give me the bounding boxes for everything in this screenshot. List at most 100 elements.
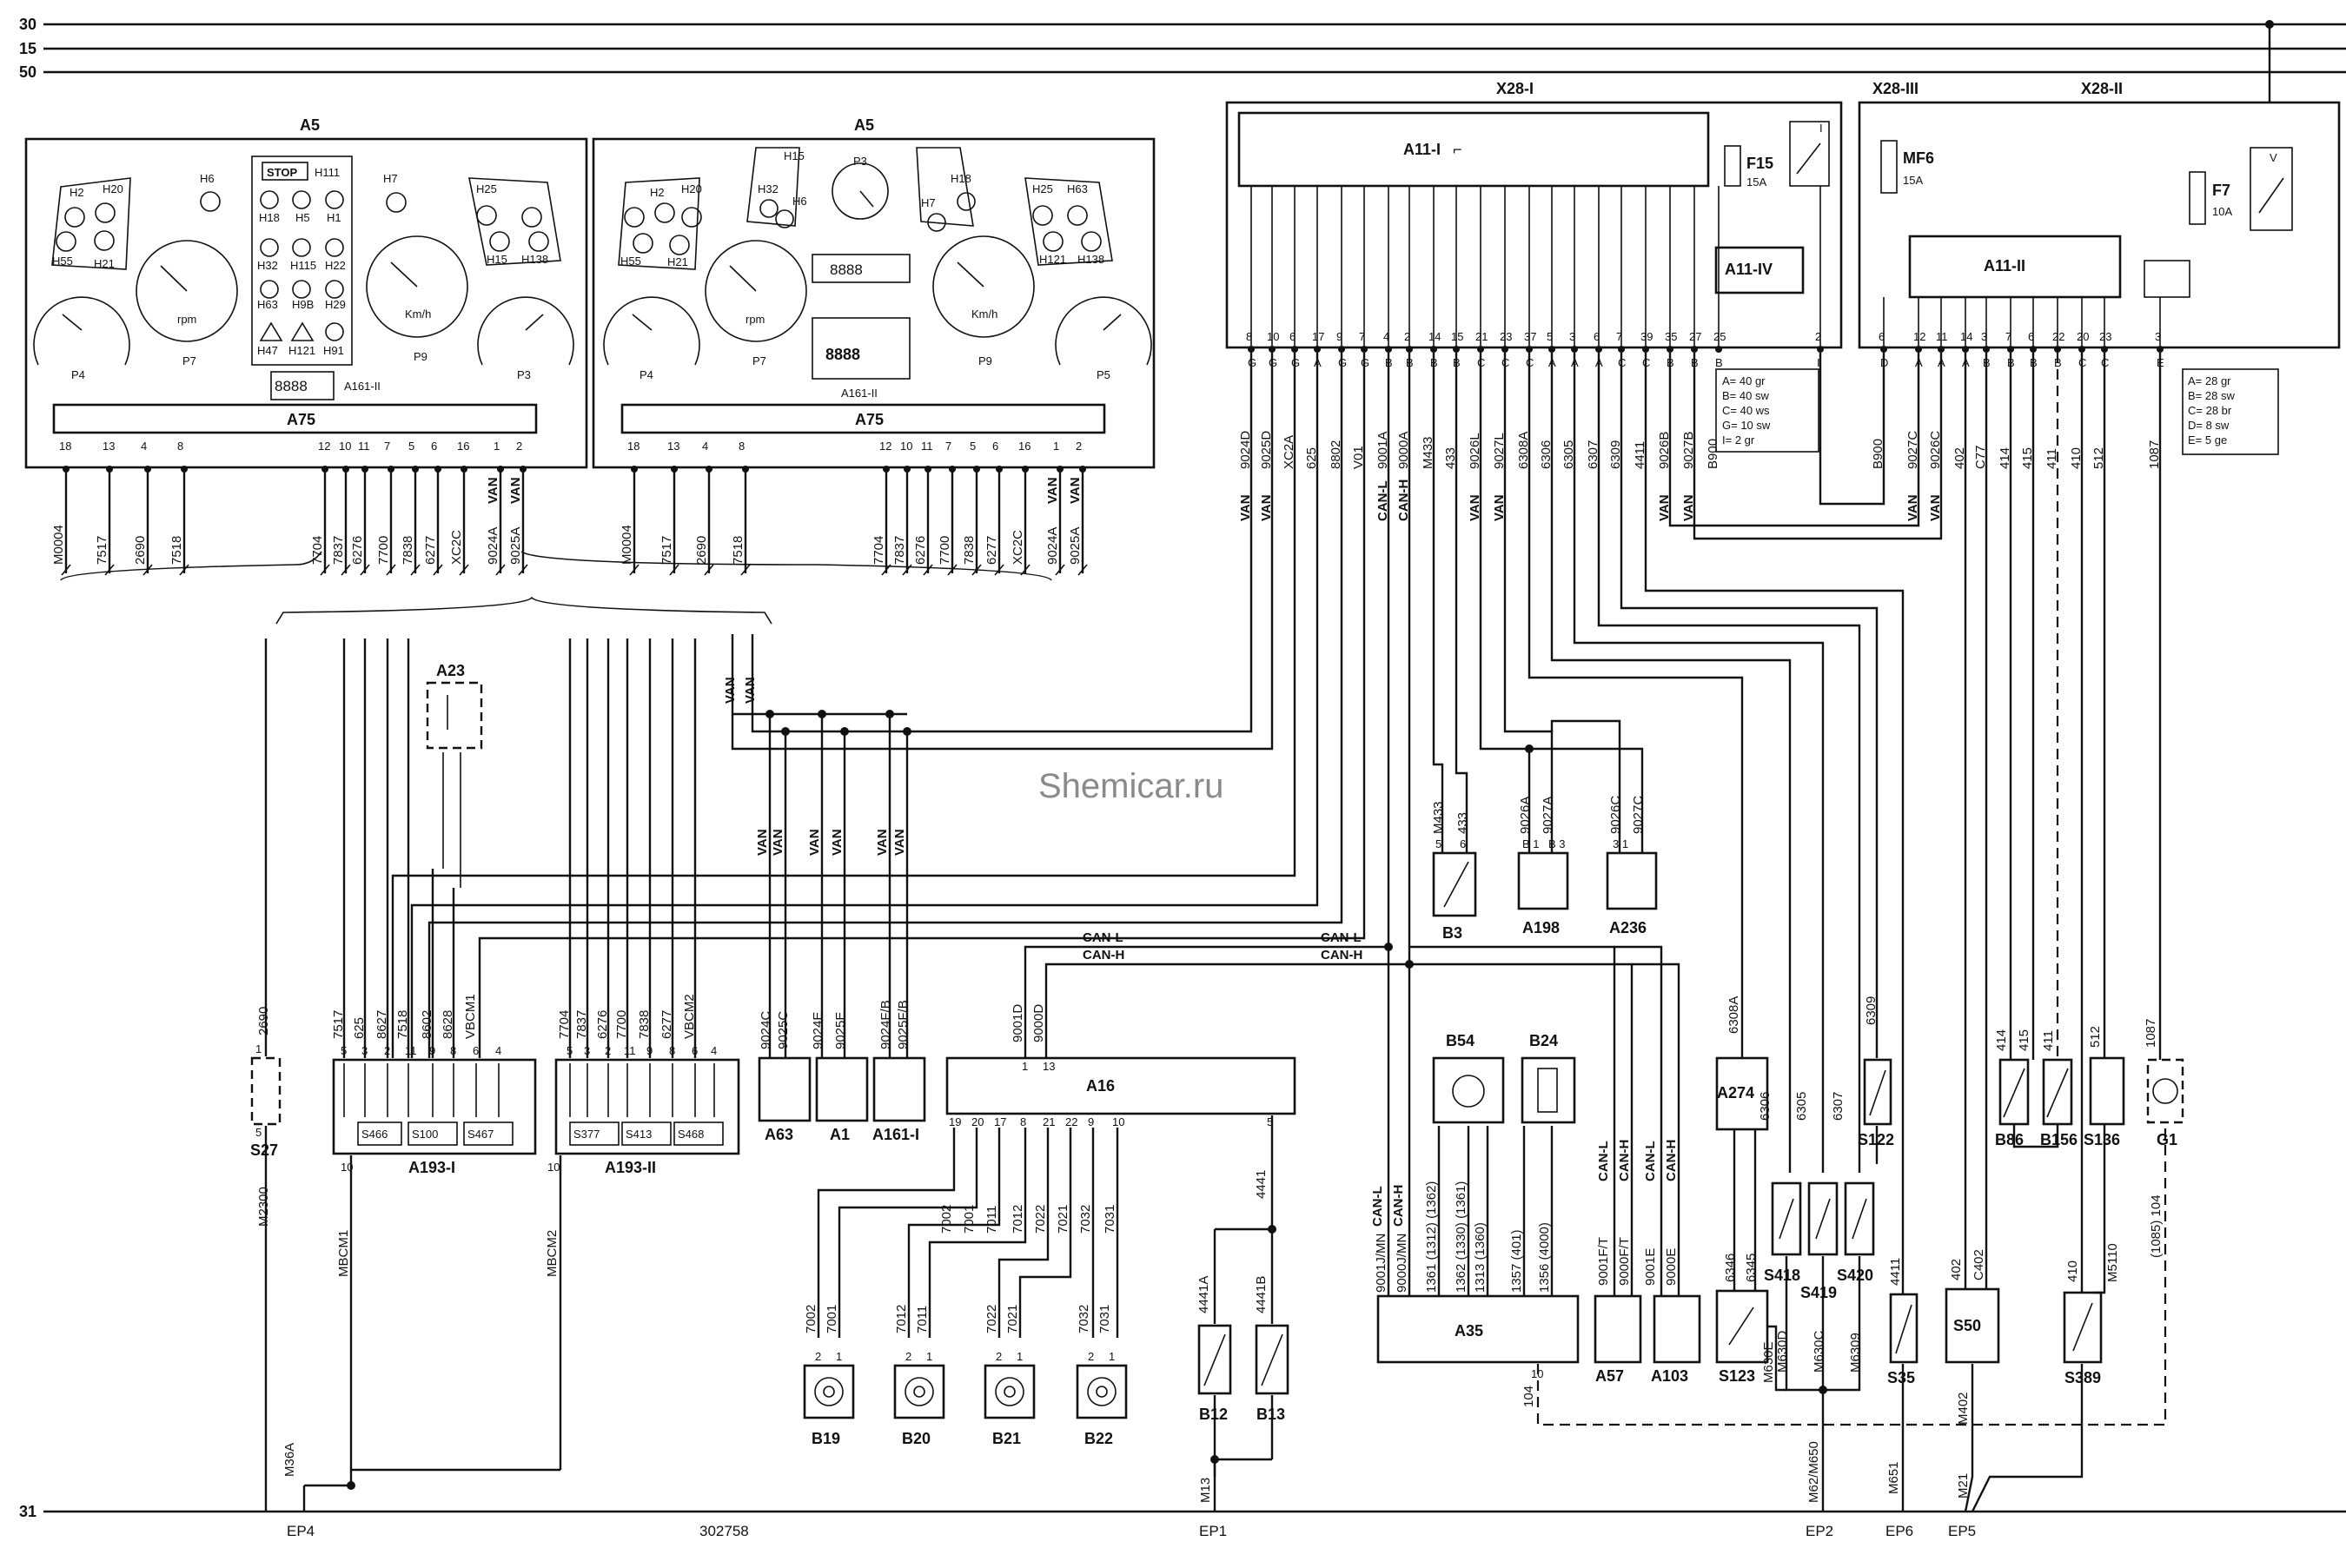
- a11-wire-label: XC2A: [1282, 435, 1296, 469]
- svg-text:2690: 2690: [256, 1007, 271, 1035]
- svg-text:H6: H6: [200, 172, 215, 185]
- can-l-label: CAN-L: [1370, 1186, 1385, 1227]
- svg-text:P9: P9: [414, 350, 427, 363]
- svg-text:M13: M13: [1198, 1478, 1213, 1503]
- a11-ii-wire-label: B900: [1871, 439, 1885, 469]
- cluster-wire-label: 7518: [169, 536, 184, 565]
- module-a57: A57: [1594, 1294, 1642, 1385]
- cluster-wire-label: M0004: [620, 525, 634, 565]
- wire-label: (1085) 104: [2149, 1194, 2164, 1258]
- wire-label: 9001J/MN: [1374, 1234, 1388, 1293]
- svg-text:S100: S100: [412, 1128, 438, 1141]
- cluster-pin: 12: [879, 440, 891, 453]
- a11-ii-pin: 6: [2028, 330, 2034, 343]
- svg-text:S468: S468: [678, 1128, 704, 1141]
- wire-label: 9000D: [1031, 1004, 1046, 1042]
- svg-text:B156: B156: [2040, 1131, 2078, 1148]
- svg-text:B12: B12: [1199, 1406, 1228, 1423]
- a11-pin: 4: [1383, 330, 1389, 343]
- wire-label: M651: [1886, 1461, 1901, 1494]
- svg-text:H21: H21: [94, 257, 115, 270]
- a11-wire-label: B900: [1706, 439, 1720, 469]
- cluster-pin: 1: [1053, 440, 1059, 453]
- cluster-2-pins: 18M0004137517426908751812770410783711627…: [620, 440, 1088, 576]
- svg-text:A236: A236: [1609, 919, 1647, 936]
- wire-label: 512: [2088, 1026, 2103, 1048]
- wire-label: 7837: [574, 1010, 589, 1039]
- a11-pin: 6: [1289, 330, 1296, 343]
- a11-wire-label: 433: [1443, 447, 1458, 469]
- connector-x28-ii: X28-II: [2081, 80, 2123, 97]
- svg-text:H138: H138: [521, 253, 548, 266]
- wire-label: 7518: [395, 1010, 410, 1039]
- a11-ii-wire-label: 402: [1952, 447, 1967, 469]
- svg-text:P4: P4: [640, 368, 653, 381]
- svg-text:D= 8 sw: D= 8 sw: [2188, 419, 2230, 432]
- svg-text:S27: S27: [250, 1141, 278, 1159]
- a16-pin: 1: [1022, 1060, 1028, 1073]
- wire-label: 402: [1949, 1259, 1964, 1280]
- van-label: VAN: [743, 677, 758, 704]
- a16-pin: 17: [994, 1115, 1006, 1128]
- cluster-pin: 18: [627, 440, 640, 453]
- wire-label: 9025F/B: [896, 1000, 911, 1049]
- power-rails: 30 15 50 31: [19, 16, 2346, 1520]
- svg-text:8888: 8888: [275, 378, 308, 394]
- module-s50: S50: [1945, 1287, 2000, 1364]
- svg-text:A161-II: A161-II: [841, 387, 878, 400]
- fuse-f15-label: F15: [1746, 155, 1773, 172]
- a11-pin: 27: [1689, 330, 1701, 343]
- wire-label: 7021: [1005, 1305, 1020, 1333]
- cluster-pin: 10: [339, 440, 351, 453]
- can-h-label: CAN-H: [1664, 1140, 1679, 1181]
- a16-pin: 13: [1043, 1060, 1055, 1073]
- svg-text:A57: A57: [1595, 1367, 1624, 1385]
- sensors-b12-b13: B12 B13 4441A 4441B M13 4441 EP1: [1196, 1115, 1289, 1539]
- module-a16: A16: [945, 1056, 1296, 1115]
- svg-text:433: 433: [1455, 812, 1470, 834]
- wire-label: 7032: [1078, 1205, 1093, 1234]
- wire-label: 7022: [984, 1305, 999, 1333]
- wire-label: 1313 (1360): [1473, 1222, 1488, 1293]
- svg-text:I= 2 gr: I= 2 gr: [1722, 433, 1755, 447]
- svg-text:P4: P4: [71, 368, 85, 381]
- a16-pin: 20: [971, 1115, 984, 1128]
- svg-text:H32: H32: [257, 259, 278, 272]
- wire-label: 7002: [804, 1305, 818, 1333]
- a11-pin: 6: [1594, 330, 1600, 343]
- module-a236: A236 3 1 9026C 9027C: [1606, 796, 1658, 936]
- wire-label: 1362 (1330) (1361): [1454, 1181, 1468, 1293]
- svg-text:H20: H20: [681, 182, 702, 195]
- cluster-pin: 6: [992, 440, 998, 453]
- svg-text:B 3: B 3: [1548, 837, 1566, 850]
- connector-x28-i: X28-I: [1496, 80, 1534, 97]
- svg-text:Km/h: Km/h: [971, 308, 997, 321]
- svg-text:H55: H55: [52, 255, 73, 268]
- svg-text:H91: H91: [323, 344, 344, 357]
- svg-text:EP5: EP5: [1948, 1523, 1976, 1539]
- a11-pin: 3: [1569, 330, 1575, 343]
- svg-text:2: 2: [905, 1350, 911, 1363]
- cluster-pin: 7: [384, 440, 390, 453]
- a11-wire-label: 9001A: [1375, 432, 1390, 469]
- wire-label: 9001F/T: [1596, 1237, 1611, 1286]
- cluster-wire-label: 6276: [350, 536, 365, 565]
- svg-text:G= 10 sw: G= 10 sw: [1722, 419, 1771, 432]
- svg-text:8888: 8888: [830, 261, 863, 278]
- svg-text:A1: A1: [830, 1126, 850, 1143]
- wire-label: C402: [1972, 1249, 1986, 1280]
- a11-ii-pin: 7: [2005, 330, 2011, 343]
- a11-wire-label: V01: [1351, 446, 1366, 469]
- svg-text:A63: A63: [765, 1126, 793, 1143]
- a11-ii-pin: 12: [1913, 330, 1925, 343]
- svg-text:H22: H22: [325, 259, 346, 272]
- cluster-wire-label: 9025A: [1068, 527, 1083, 565]
- van-label: VAN: [1492, 494, 1507, 521]
- svg-text:8888: 8888: [825, 346, 860, 363]
- svg-text:H6: H6: [792, 195, 807, 208]
- can-l-label: CAN-L: [1083, 930, 1123, 945]
- van-label: VAN: [1905, 494, 1920, 521]
- svg-text:H63: H63: [1067, 182, 1088, 195]
- speed-sensor-body: [803, 1364, 855, 1419]
